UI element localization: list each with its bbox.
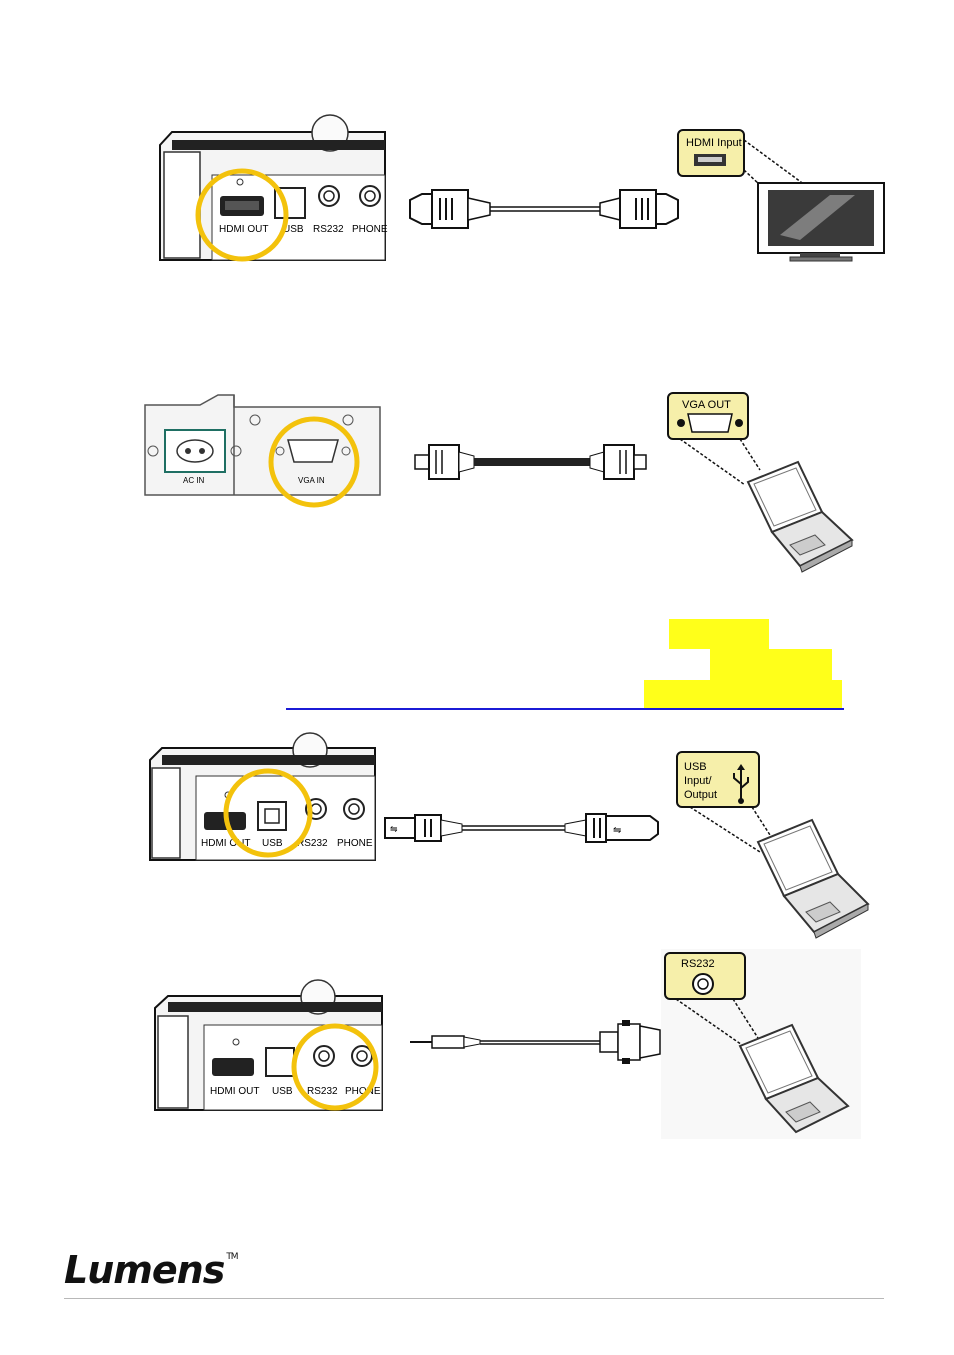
svg-text:⇋: ⇋ (613, 825, 621, 836)
brand-name: Lumens (64, 1248, 225, 1292)
highlight-circle-usb (223, 768, 313, 858)
callout-usb-io: USB Input/ Output (676, 751, 771, 853)
callout-rs232-label: RS232 (681, 958, 715, 970)
callout-vga-out: VGA OUT (667, 392, 761, 486)
label-phone: PHONE (337, 838, 373, 849)
callout-hdmi-input-label: HDMI Input (686, 137, 742, 149)
tv-icon (757, 182, 885, 262)
device-panel-vga: AC IN VGA IN (144, 394, 381, 508)
label-usb: USB (272, 1086, 293, 1097)
callout-hdmi-input: HDMI Input (677, 129, 806, 186)
label-usb: USB (262, 838, 283, 849)
callout-usb-line2: Input/ (684, 775, 712, 787)
label-ac-in: AC IN (183, 476, 205, 485)
hyperlink-underline[interactable] (286, 708, 844, 710)
label-usb: USB (283, 224, 304, 235)
svg-text:⇋: ⇋ (390, 824, 398, 834)
laptop-icon (756, 818, 870, 939)
label-rs232: RS232 (297, 838, 328, 849)
label-vga-in: VGA IN (298, 476, 325, 485)
vga-connection-diagram: AC IN VGA IN VGA OUT (144, 392, 854, 573)
rs232-cable-icon (410, 1020, 661, 1064)
hdmi-cable-icon (409, 189, 679, 229)
laptop-icon (746, 460, 854, 573)
label-rs232: RS232 (313, 224, 344, 235)
callout-usb-line3: Output (684, 789, 717, 801)
callout-usb-line1: USB (684, 761, 707, 773)
label-phone: PHONE (352, 224, 388, 235)
laptop-icon (738, 1023, 850, 1134)
usb-trident-icon (733, 764, 749, 804)
label-hdmi-out: HDMI OUT (219, 224, 268, 235)
label-rs232: RS232 (307, 1086, 338, 1097)
rs232-connection-diagram: HDMI OUT USB RS232 PHONE RS232 (154, 949, 861, 1139)
usb-connection-diagram: HDMI OUT USB RS232 PHONE ⇋ ⇋ USB Input/ … (149, 732, 870, 939)
highlight-mark-3 (644, 680, 842, 709)
highlight-circle-hdmi (195, 168, 289, 262)
device-panel-hdmi: HDMI OUT USB RS232 PHONE (159, 114, 388, 262)
highlight-mark-2 (710, 649, 832, 680)
usb-cable-icon: ⇋ ⇋ (384, 813, 659, 843)
label-phone: PHONE (345, 1086, 381, 1097)
label-hdmi-out: HDMI OUT (201, 838, 250, 849)
callout-vga-out-label: VGA OUT (682, 399, 731, 411)
highlight-mark-1 (669, 619, 769, 649)
hdmi-connection-diagram: HDMI OUT USB RS232 PHONE HDMI Input (159, 114, 885, 262)
trademark-mark: TM (226, 1252, 238, 1262)
device-panel-rs232: HDMI OUT USB RS232 PHONE (154, 979, 383, 1111)
device-panel-usb: HDMI OUT USB RS232 PHONE (149, 732, 376, 861)
vga-cable-icon (414, 444, 647, 480)
label-hdmi-out: HDMI OUT (210, 1086, 259, 1097)
highlight-circle-rs232 (291, 1023, 379, 1111)
highlight-circle-vga (268, 416, 360, 508)
footer-divider (64, 1298, 884, 1299)
